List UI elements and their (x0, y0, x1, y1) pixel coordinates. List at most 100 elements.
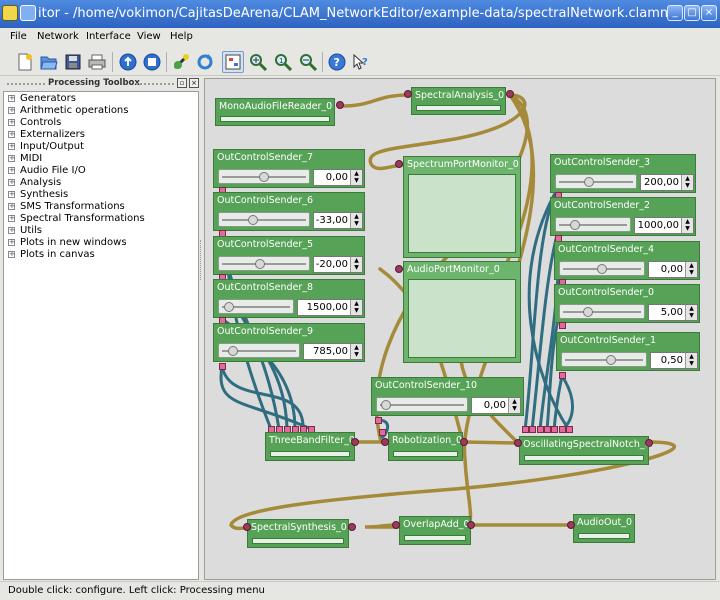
spectrum-out-port[interactable] (506, 90, 514, 98)
control-out-port[interactable] (375, 417, 382, 424)
control-sender-2[interactable]: OutControlSender_2 1000,00▲▼ (550, 197, 696, 236)
expand-icon[interactable]: + (8, 190, 15, 198)
splitter-handle[interactable] (200, 240, 203, 280)
zoom-reset-icon[interactable]: 1 (272, 51, 294, 73)
value-slider[interactable] (218, 343, 300, 358)
value-spinbox[interactable]: 0,00▲▼ (471, 397, 521, 414)
stop-icon[interactable] (141, 51, 163, 73)
node-overlap-add[interactable]: OverlapAdd_0 (399, 516, 471, 545)
slider-handle[interactable] (584, 177, 595, 187)
refresh-icon[interactable] (194, 51, 216, 73)
expand-icon[interactable]: + (8, 94, 15, 102)
tree-item-utils[interactable]: +Utils (8, 225, 42, 236)
control-sender-5[interactable]: OutControlSender_5 -20,00▲▼ (213, 236, 365, 275)
audio-out-port[interactable] (467, 521, 475, 529)
tree-item-plots-new-windows[interactable]: +Plots in new windows (8, 237, 127, 248)
menu-file[interactable]: File (10, 31, 27, 42)
wand-icon[interactable] (170, 51, 192, 73)
control-in-port[interactable] (529, 426, 536, 433)
value-slider[interactable] (555, 217, 631, 232)
menu-interface[interactable]: Interface (86, 31, 131, 42)
tree-item-input-output[interactable]: +Input/Output (8, 141, 84, 152)
control-sender-3[interactable]: OutControlSender_3 200,00▲▼ (550, 154, 696, 193)
menu-network[interactable]: Network (37, 31, 79, 42)
play-icon[interactable] (117, 51, 139, 73)
control-sender-1[interactable]: OutControlSender_1 0,50▲▼ (556, 332, 700, 371)
help-icon[interactable]: ? (326, 51, 348, 73)
new-icon[interactable] (14, 51, 36, 73)
control-in-port[interactable] (537, 426, 544, 433)
control-sender-7[interactable]: OutControlSender_7 0,00▲▼ (213, 149, 365, 188)
expand-icon[interactable]: + (8, 142, 15, 150)
node-spectral-analysis[interactable]: SpectralAnalysis_0 (411, 87, 506, 115)
control-out-port[interactable] (559, 372, 566, 379)
control-wire[interactable] (545, 317, 560, 432)
node-audio-out[interactable]: AudioOut_0 (573, 514, 635, 543)
value-slider[interactable] (559, 261, 645, 276)
value-slider[interactable] (559, 304, 645, 319)
control-sender-0[interactable]: OutControlSender_0 5,00▲▼ (554, 284, 700, 323)
value-spinbox[interactable]: 5,00▲▼ (648, 304, 698, 321)
audio-out-port[interactable] (460, 438, 468, 446)
value-spinbox[interactable]: 0,00▲▼ (648, 261, 698, 278)
expand-icon[interactable]: + (8, 214, 15, 222)
value-spinbox[interactable]: 1000,00▲▼ (634, 217, 694, 234)
whats-this-icon[interactable]: ? (350, 51, 372, 73)
close-dock-icon[interactable]: × (189, 78, 199, 88)
tree-item-sms-transformations[interactable]: +SMS Transformations (8, 201, 125, 212)
audio-out-port[interactable] (336, 101, 344, 109)
menu-view[interactable]: View (137, 31, 161, 42)
expand-icon[interactable]: + (8, 250, 15, 258)
control-out-port[interactable] (559, 322, 566, 329)
control-in-port[interactable] (559, 426, 566, 433)
node-robotization[interactable]: Robotization_0 (388, 432, 463, 461)
expand-icon[interactable]: + (8, 178, 15, 186)
expand-icon[interactable]: + (8, 238, 15, 246)
float-icon[interactable]: ▫ (177, 78, 187, 88)
expand-icon[interactable]: + (8, 118, 15, 126)
tree-item-audio-file-io[interactable]: +Audio File I/O (8, 165, 86, 176)
audio-wire[interactable] (339, 93, 411, 108)
control-wire[interactable] (219, 364, 313, 431)
control-out-port[interactable] (219, 363, 226, 370)
save-icon[interactable] (62, 51, 84, 73)
value-spinbox[interactable]: 200,00▲▼ (640, 174, 694, 191)
audio-in-port[interactable] (243, 523, 251, 531)
audio-wire[interactable] (229, 440, 676, 531)
slider-handle[interactable] (597, 264, 607, 274)
control-in-port[interactable] (551, 426, 558, 433)
audio-wire[interactable] (364, 93, 536, 529)
node-three-band-filter[interactable]: ThreeBandFilter_0 (265, 432, 355, 461)
slider-handle[interactable] (224, 302, 234, 312)
control-sender-4[interactable]: OutControlSender_4 0,00▲▼ (554, 241, 700, 280)
value-slider[interactable] (561, 352, 647, 367)
control-sender-8[interactable]: OutControlSender_8 1500,00▲▼ (213, 279, 365, 318)
expand-icon[interactable]: + (8, 166, 15, 174)
value-spinbox[interactable]: -33,00▲▼ (313, 212, 363, 229)
zoom-in-icon[interactable] (247, 51, 269, 73)
tree-item-controls[interactable]: +Controls (8, 117, 61, 128)
audio-out-port[interactable] (348, 523, 356, 531)
node-spectral-synthesis[interactable]: SpectralSynthesis_0 (247, 519, 349, 548)
slider-handle[interactable] (255, 259, 266, 269)
zoom-out-icon[interactable] (297, 51, 319, 73)
expand-icon[interactable]: + (8, 106, 15, 114)
tree-item-spectral-transformations[interactable]: +Spectral Transformations (8, 213, 145, 224)
audio-in-port[interactable] (381, 438, 389, 446)
open-icon[interactable] (38, 51, 60, 73)
slider-handle[interactable] (259, 172, 269, 182)
node-mono-audio-file-reader[interactable]: MonoAudioFileReader_0 (215, 98, 335, 126)
value-slider[interactable] (555, 174, 637, 189)
value-slider[interactable] (218, 212, 310, 227)
control-in-port[interactable] (566, 426, 573, 433)
value-spinbox[interactable]: 0,50▲▼ (650, 352, 698, 369)
value-spinbox[interactable]: 785,00▲▼ (303, 343, 363, 360)
control-sender-10[interactable]: OutControlSender_10 0,00▲▼ (371, 377, 524, 416)
control-wire[interactable] (530, 229, 560, 432)
control-wire[interactable] (527, 186, 571, 432)
slider-handle[interactable] (380, 400, 391, 410)
tree-item-externalizers[interactable]: +Externalizers (8, 129, 85, 140)
network-canvas[interactable]: MonoAudioFileReader_0 SpectralAnalysis_0… (204, 78, 716, 580)
tree-item-arithmetic[interactable]: +Arithmetic operations (8, 105, 128, 116)
tree-item-midi[interactable]: +MIDI (8, 153, 42, 164)
